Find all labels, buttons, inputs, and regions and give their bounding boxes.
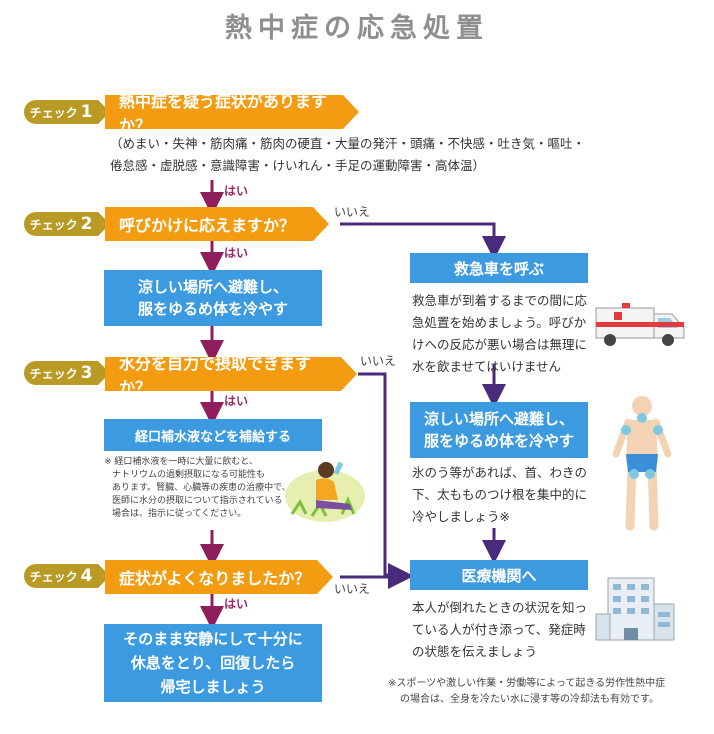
ors-note-line-2: ナトリウムの過剰摂取になる可能性も bbox=[112, 470, 266, 480]
ambulance-text-line-2: 急処置を始めましょう。呼びか bbox=[412, 315, 587, 330]
check-2-tag-label: チェック bbox=[29, 217, 78, 232]
action-ambulance: 救急車を呼ぶ bbox=[410, 253, 588, 283]
ambulance-text: 救急車が到着するまでの間に応 急処置を始めましょう。呼びか けへの反応が悪い場合… bbox=[412, 290, 600, 378]
label-yes-2: はい bbox=[224, 246, 249, 260]
ambulance-text-line-1: 救急車が到着するまでの間に応 bbox=[412, 293, 588, 308]
ors-note-line-1: ※ 経口補水液を一時に大量に飲むと、 bbox=[104, 457, 259, 467]
hospital-text-line-3: の状態を伝えましょう bbox=[412, 644, 538, 659]
action-rest-line-2: 休息をとり、回復したら bbox=[130, 654, 296, 672]
label-yes-4: はい bbox=[224, 597, 249, 611]
action-cool-left-line-2: 服をゆるめ体を冷やす bbox=[137, 300, 288, 318]
cool-right-text: 氷のう等があれば、首、わきの 下、太もものつけ根を集中的に 冷やしましょう※ bbox=[412, 462, 600, 528]
check-3-tag-label: チェック bbox=[29, 366, 78, 381]
arrow-check2-no bbox=[340, 222, 506, 260]
check-3-question: 水分を自力で摂取できますか？ bbox=[105, 354, 357, 397]
check-3-number: 3 bbox=[80, 363, 93, 383]
action-cool-left: 涼しい場所へ避難し、 服をゆるめ体を冷やす bbox=[104, 270, 322, 326]
check-4-question: 症状がよくなりましたか？ bbox=[105, 560, 333, 594]
page-title: 熱中症の応急処置 bbox=[225, 13, 489, 44]
ors-note: ※ 経口補水液を一時に大量に飲むと、 ナトリウムの過剰摂取になる可能性も ありま… bbox=[104, 456, 294, 521]
footnote-line-1: ※スポーツや激しい作業・労働等によって起きる労作性熱中症 bbox=[388, 678, 666, 689]
check-2-number: 2 bbox=[80, 214, 93, 234]
symptoms-list: （めまい・失神・筋肉痛・筋肉の硬直・大量の発汗・頭痛・不快感・吐き気・嘔吐・ 倦… bbox=[110, 133, 610, 177]
check-1-number: 1 bbox=[80, 102, 93, 122]
check-4-tag-label: チェック bbox=[29, 569, 78, 584]
action-hospital: 医療機関へ bbox=[410, 560, 588, 590]
action-rest: そのまま安静にして十分に 休息をとり、回復したら 帰宅しましょう bbox=[104, 624, 322, 702]
symptoms-line-2: 倦怠感・虚脱感・意識障害・けいれん・手足の運動障害・高体温） bbox=[110, 158, 486, 173]
hospital-text-line-2: ている人が付き添って、発症時 bbox=[412, 622, 586, 637]
hospital-text: 本人が倒れたときの状況を知っ ている人が付き添って、発症時 の状態を伝えましょう bbox=[412, 597, 600, 663]
ambulance-text-line-3: けへの反応が悪い場合は無理に bbox=[412, 337, 588, 352]
action-cool-right: 涼しい場所へ避難し、 服をゆるめ体を冷やす bbox=[410, 402, 588, 458]
body-cooling-illustration bbox=[612, 396, 672, 531]
hospital-building-icon bbox=[595, 577, 675, 641]
cool-right-text-line-1: 氷のう等があれば、首、わきの bbox=[412, 465, 588, 480]
action-rest-line-3: 帰宅しましょう bbox=[160, 678, 266, 696]
label-no-3: いいえ bbox=[360, 354, 397, 368]
action-ors: 経口補水液などを補給する bbox=[104, 419, 322, 451]
hospital-text-line-1: 本人が倒れたときの状況を知っ bbox=[412, 600, 588, 615]
check-2-question: 呼びかけに応えますか？ bbox=[105, 207, 329, 241]
action-cool-right-line-2: 服をゆるめ体を冷やす bbox=[423, 432, 574, 450]
action-rest-line-1: そのまま安静にして十分に bbox=[123, 630, 303, 648]
check-1-tag-label: チェック bbox=[29, 105, 78, 120]
check-4-number: 4 bbox=[80, 566, 93, 586]
drinking-person-illustration bbox=[285, 461, 365, 522]
check-1-question: 熱中症を疑う症状がありますか？ bbox=[105, 92, 359, 135]
symptoms-line-1: （めまい・失神・筋肉痛・筋肉の硬直・大量の発汗・頭痛・不快感・吐き気・嘔吐・ bbox=[110, 136, 586, 151]
footnote: ※スポーツや激しい作業・労働等によって起きる労作性熱中症 の場合は、全身を冷たい… bbox=[388, 676, 708, 708]
label-yes-1: はい bbox=[224, 184, 249, 198]
action-cool-right-line-1: 涼しい場所へ避難し、 bbox=[423, 410, 574, 428]
ambulance-icon bbox=[595, 303, 685, 346]
cool-right-text-line-2: 下、太もものつけ根を集中的に bbox=[412, 487, 588, 502]
label-no-2: いいえ bbox=[334, 205, 371, 219]
ambulance-text-line-4: 水を飲ませてはいけません bbox=[412, 359, 562, 374]
ors-note-line-4: 医師に水分の摂取について指示されている bbox=[112, 496, 283, 506]
label-no-4: いいえ bbox=[334, 582, 371, 596]
footnote-line-2: の場合は、全身を冷たい水に浸す等の冷却法も有効です。 bbox=[400, 694, 659, 705]
ors-note-line-5: 場合は、指示に従ってください。 bbox=[112, 509, 247, 519]
cool-right-text-line-3: 冷やしましょう※ bbox=[412, 509, 510, 524]
label-yes-3: はい bbox=[224, 394, 249, 408]
ors-note-line-3: あります。腎臓、心臓等の疾患の治療中で、 bbox=[112, 483, 291, 493]
action-cool-left-line-1: 涼しい場所へ避難し、 bbox=[137, 278, 288, 296]
